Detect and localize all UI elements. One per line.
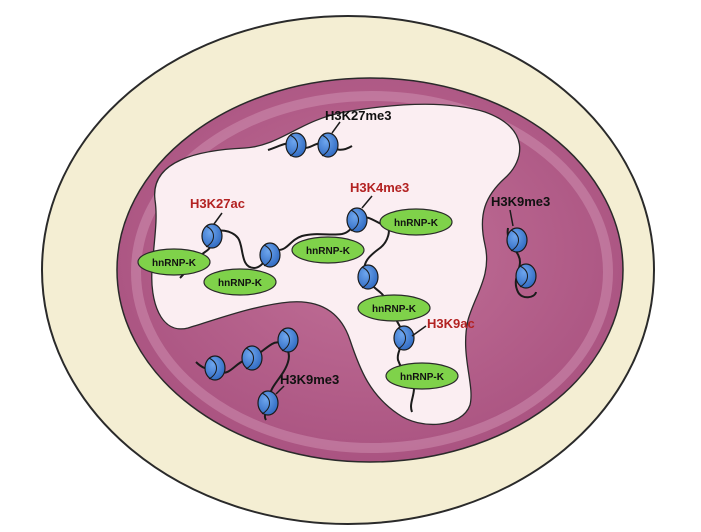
nucleosome-bl-4 bbox=[257, 390, 279, 416]
nucleosome-eu-5 bbox=[393, 325, 415, 351]
mark-line-h3k27me3 bbox=[331, 121, 341, 134]
hnrnpk-protein-4: hnRNP-K bbox=[379, 208, 453, 236]
nucleosome-bl-3 bbox=[277, 327, 299, 353]
nucleosome-top-2 bbox=[317, 132, 339, 158]
mark-line-h3k9ac bbox=[411, 325, 427, 337]
euchromatin-region bbox=[151, 103, 521, 426]
hnrnpk-label-4: hnRNP-K bbox=[394, 218, 439, 229]
nucleosome-eu-1 bbox=[201, 223, 223, 249]
nucleosome-bl-1 bbox=[204, 355, 226, 381]
label-h3k9me3-right: H3K9me3 bbox=[491, 194, 550, 209]
hnrnpk-label-1: hnRNP-K bbox=[152, 258, 197, 269]
mark-line-h3k9me3-bottom bbox=[275, 385, 285, 395]
label-h3k4me3: H3K4me3 bbox=[350, 180, 409, 195]
mark-line-h3k4me3 bbox=[361, 195, 373, 209]
hnrnpk-protein-1: hnRNP-K bbox=[137, 248, 211, 276]
hnrnpk-protein-5: hnRNP-K bbox=[357, 294, 431, 322]
hnrnpk-label-2: hnRNP-K bbox=[218, 278, 263, 289]
nucleosome-bl-2 bbox=[241, 345, 263, 371]
hnrnpk-label-5: hnRNP-K bbox=[372, 304, 417, 315]
nucleosome-right-1 bbox=[506, 227, 528, 253]
nucleosome-right-2 bbox=[515, 263, 537, 289]
nucleosome-eu-3 bbox=[346, 207, 368, 233]
label-h3k9me3-bottom: H3K9me3 bbox=[280, 372, 339, 387]
hnrnpk-protein-2: hnRNP-K bbox=[203, 268, 277, 296]
nucleosome-eu-2 bbox=[259, 242, 281, 268]
mark-line-h3k27ac bbox=[213, 212, 223, 225]
hnrnpk-label-6: hnRNP-K bbox=[400, 372, 445, 383]
hnrnpk-label-3: hnRNP-K bbox=[306, 246, 351, 257]
hnrnpk-protein-6: hnRNP-K bbox=[385, 362, 459, 390]
mark-line-h3k9me3-right bbox=[509, 209, 514, 227]
nucleosome-eu-4 bbox=[357, 264, 379, 290]
label-h3k9ac: H3K9ac bbox=[427, 316, 475, 331]
hnrnpk-protein-3: hnRNP-K bbox=[291, 236, 365, 264]
label-h3k27me3: H3K27me3 bbox=[325, 108, 392, 123]
nucleosome-top-1 bbox=[285, 132, 307, 158]
label-h3k27ac: H3K27ac bbox=[190, 196, 245, 211]
nucleus-inner-rim bbox=[131, 91, 613, 453]
